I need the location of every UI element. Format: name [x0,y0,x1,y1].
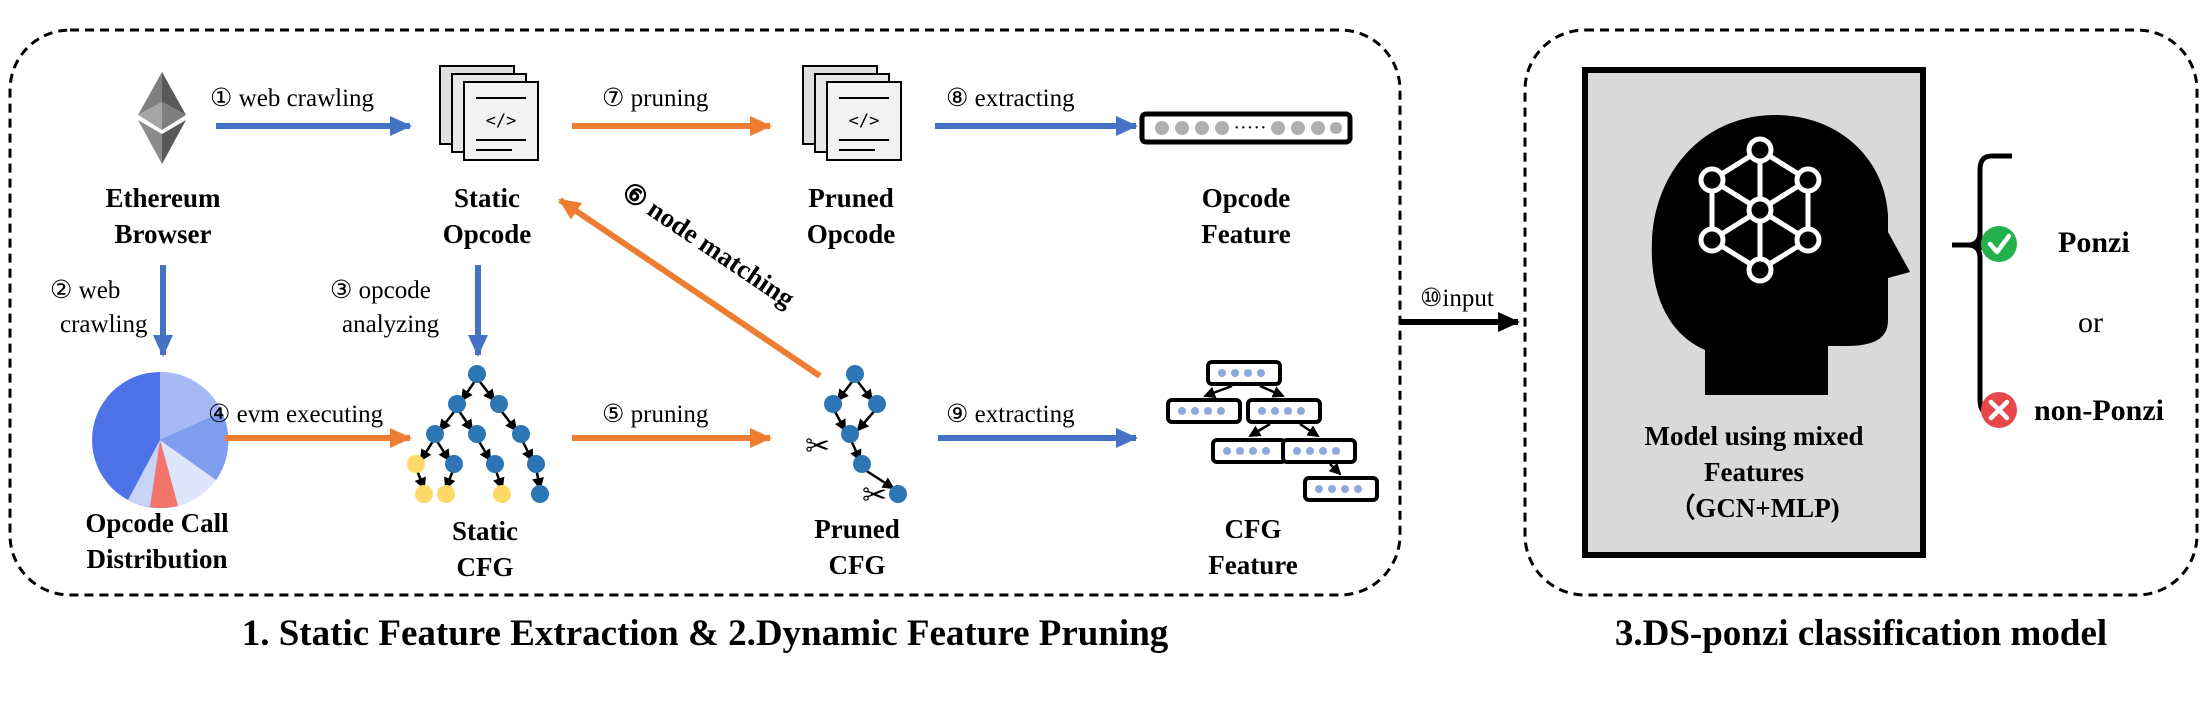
caption-right: 3.DS-ponzi classification model [1615,613,2107,654]
model-title-line-3: （GCN+MLP) [1668,493,1839,523]
pruned-cfg-nodes [824,365,907,503]
static-opcode-label-1: Static [454,183,520,213]
edge-label-web-crawling: ① web crawling [210,85,375,112]
edge-label-opcode-analyzing-2: analyzing [342,311,440,338]
static-opcode-document-icon: </> [439,65,539,161]
edge-label-evm-executing: ④ evm executing [208,401,384,428]
pruned-cfg-label-2: CFG [829,550,886,580]
svg-text:</>: </> [486,111,517,131]
scissors-icon: ✂ [805,429,830,464]
cfg-feature-label-1: CFG [1225,514,1282,544]
output-non-ponzi-label: non-Ponzi [2034,394,2164,427]
static-cfg-nodes [407,365,549,503]
model-title-line-1: Model using mixed [1644,421,1863,451]
non-ponzi-output-icon [1981,392,2017,428]
static-cfg-label-2: CFG [457,552,514,582]
static-cfg-label-1: Static [452,516,518,546]
output-or-label: or [2078,306,2103,339]
cfg-feature-blocks-icon [1166,360,1379,502]
pruned-cfg-label-1: Pruned [814,514,900,544]
caption-left: 1. Static Feature Extraction & 2.Dynamic… [242,613,1169,654]
opcode-feature-label-2: Feature [1201,219,1290,249]
cfg-feature-label-2: Feature [1208,550,1297,580]
scissors-icon: ✂ [862,478,887,513]
edge-label-extracting-opcode: ⑧ extracting [946,85,1075,112]
edge-label-pruning-cfg: ⑤ pruning [602,401,709,428]
static-opcode-label-2: Opcode [443,219,532,249]
edge-label-node-matching: ⑥ node matching [617,176,801,314]
pruned-opcode-label-1: Pruned [808,183,894,213]
ethereum-browser-label-1: Ethereum [106,183,221,213]
output-ponzi-label: Ponzi [2058,226,2130,259]
arrow-node-matching [558,197,822,379]
ethereum-browser-label-2: Browser [115,219,212,249]
feature-panel [8,28,1402,597]
edge-label-input: ⑩input [1420,285,1494,312]
edge-label-web-crawling-down-2: crawling [60,311,148,338]
model-panel [1523,28,2199,597]
edge-label-web-crawling-down-1: ② web [50,277,120,304]
head-network-icon [1651,115,1910,395]
edge-label-pruning-opcode: ⑦ pruning [602,85,709,112]
output-brace [1952,153,2012,417]
edge-label-extracting-cfg: ⑨ extracting [946,401,1075,428]
ethereum-icon [138,72,186,164]
ponzi-output [1981,226,2017,262]
opcode-feature-vector-icon: ····· [1139,111,1353,145]
opcode-call-distribution-pie-icon [92,372,229,509]
svg-text:·····: ····· [1233,117,1266,139]
model-title-line-2: Features [1704,457,1804,487]
opcode-call-distribution-label-1: Opcode Call [85,508,229,538]
svg-text:</>: </> [849,111,880,131]
pruned-opcode-label-2: Opcode [807,219,896,249]
opcode-call-distribution-label-2: Distribution [86,544,227,574]
opcode-feature-label-1: Opcode [1202,183,1291,213]
edge-label-opcode-analyzing-1: ③ opcode [330,277,431,304]
pruned-opcode-document-icon: </> [802,65,902,161]
